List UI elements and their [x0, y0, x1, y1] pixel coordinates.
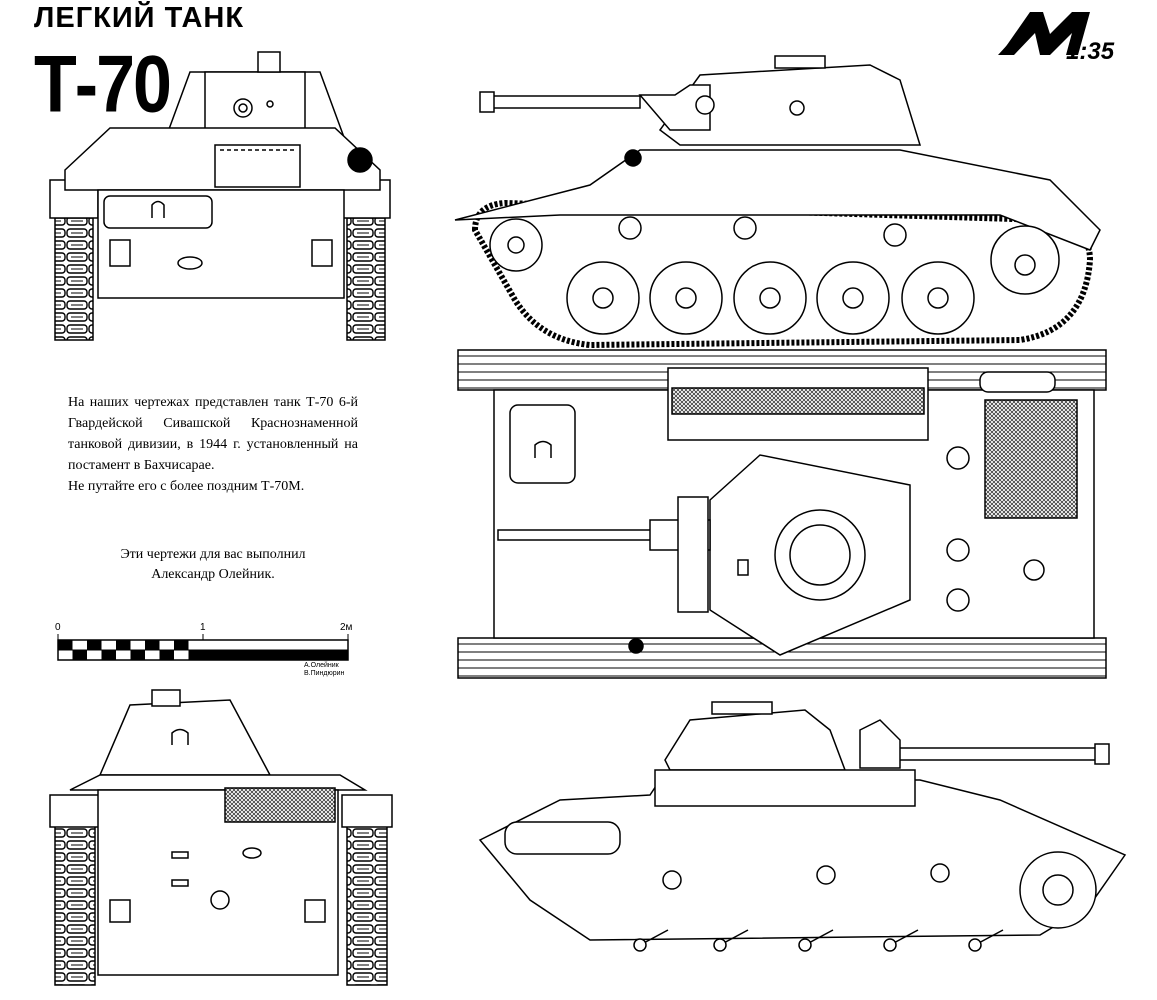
top-fuel-cap	[946, 446, 970, 470]
right-gun-muzzle	[1094, 743, 1110, 765]
front-left-track	[54, 217, 94, 341]
rear-grille	[224, 787, 336, 823]
front-vision-port	[266, 100, 274, 108]
scale-bar	[57, 634, 349, 661]
left-return-roller	[733, 216, 757, 240]
left-idler-hub	[507, 236, 525, 254]
right-cupola	[711, 701, 773, 715]
right-engine-box	[654, 769, 916, 807]
rear-turret	[98, 699, 272, 776]
right-suspension-arms	[633, 929, 1004, 952]
left-road-wheel-hub	[759, 287, 781, 309]
right-turret	[664, 709, 847, 771]
author-name: А.Олейник	[304, 662, 339, 669]
right-gun-barrel	[879, 747, 1101, 761]
rear-tow-hook-right	[304, 899, 326, 923]
top-headlight	[628, 638, 644, 654]
headlight	[347, 147, 373, 173]
scale-bar-authors: А.Олейник В.Пиндюрин	[304, 662, 344, 678]
top-engine-grille	[671, 387, 925, 415]
top-hatch-handle	[534, 440, 552, 458]
left-return-roller	[883, 223, 907, 247]
right-hull	[478, 779, 1127, 941]
right-gun-mantlet	[859, 719, 901, 769]
front-handle	[151, 200, 165, 218]
description-paragraph: На наших чертежах представлен танк Т-70 …	[68, 395, 358, 473]
publisher-logo	[998, 12, 1090, 55]
left-headlight	[624, 149, 642, 167]
left-mantlet-bolt	[695, 95, 715, 115]
description-block: На наших чертежах представлен танк Т-70 …	[68, 392, 358, 497]
rear-bracket	[171, 879, 189, 887]
rear-cupola	[151, 689, 181, 707]
right-sprocket-hub	[1042, 874, 1074, 906]
front-hull-plug	[177, 256, 203, 270]
left-return-roller	[618, 216, 642, 240]
left-gun-barrel	[489, 95, 641, 109]
top-exhaust-muffler	[979, 371, 1056, 393]
front-tow-hook-left	[109, 239, 131, 267]
left-gun-muzzle	[479, 91, 495, 113]
left-sprocket-hub	[1014, 254, 1036, 276]
front-gun-bore	[238, 103, 248, 113]
description-paragraph: Не путайте его с более поздним Т-70М.	[68, 479, 305, 494]
top-hatch-ring	[789, 524, 851, 586]
front-tow-hook-right	[311, 239, 333, 267]
left-cupola	[774, 55, 826, 69]
top-turret-front	[677, 496, 709, 613]
top-fuel-cap	[1023, 559, 1045, 581]
top-view	[457, 349, 1107, 679]
top-fuel-cap	[946, 538, 970, 562]
credit-block: Эти чертежи для вас выполнил Александр О…	[68, 545, 358, 585]
top-periscope	[737, 559, 749, 576]
front-hatch-panel	[103, 195, 213, 229]
rear-tow-hook-left	[109, 899, 131, 923]
front-driver-plate	[214, 144, 301, 188]
top-driver-hatch	[509, 404, 576, 484]
left-road-wheel-hub	[592, 287, 614, 309]
right-return-roller	[930, 863, 950, 883]
front-right-track	[346, 217, 386, 341]
front-view	[49, 51, 391, 341]
credit-line: Александр Олейник.	[151, 567, 275, 582]
credit-line: Эти чертежи для вас выполнил	[120, 547, 306, 562]
right-exhaust-muffler	[504, 821, 621, 855]
left-road-wheel-hub	[927, 287, 949, 309]
rear-left-track	[54, 824, 96, 986]
rear-plug	[242, 847, 262, 859]
top-gun-barrel	[497, 529, 654, 541]
left-road-wheel-hub	[842, 287, 864, 309]
right-return-roller	[662, 870, 682, 890]
left-gun-mantlet	[638, 84, 711, 131]
rear-bracket	[171, 851, 189, 859]
right-return-roller	[816, 865, 836, 885]
top-fuel-cap	[946, 588, 970, 612]
right-side-view	[478, 701, 1127, 952]
front-hatch	[257, 51, 281, 73]
left-side-view	[454, 55, 1101, 349]
drawing-subtitle: ЛЕГКИЙ ТАНК	[34, 2, 245, 34]
scale-bar-checker	[58, 640, 348, 660]
scale-tick-label: 2м	[340, 622, 353, 633]
rear-right-fender	[341, 794, 393, 828]
drawing-title: Т-70	[34, 39, 172, 129]
rear-turret-handle	[171, 728, 189, 745]
rear-right-track	[346, 824, 388, 986]
scale-tick-label: 1	[200, 622, 206, 633]
author-name: В.Пиндюрин	[304, 670, 345, 677]
rear-left-fender	[49, 794, 101, 828]
rear-view	[49, 689, 393, 986]
left-turret-port	[789, 100, 805, 116]
left-upper-hull	[454, 149, 1101, 251]
rear-tow-hook	[210, 890, 230, 910]
top-rear-grille	[984, 399, 1078, 519]
scale-tick-label: 0	[55, 622, 61, 633]
left-road-wheel-hub	[675, 287, 697, 309]
